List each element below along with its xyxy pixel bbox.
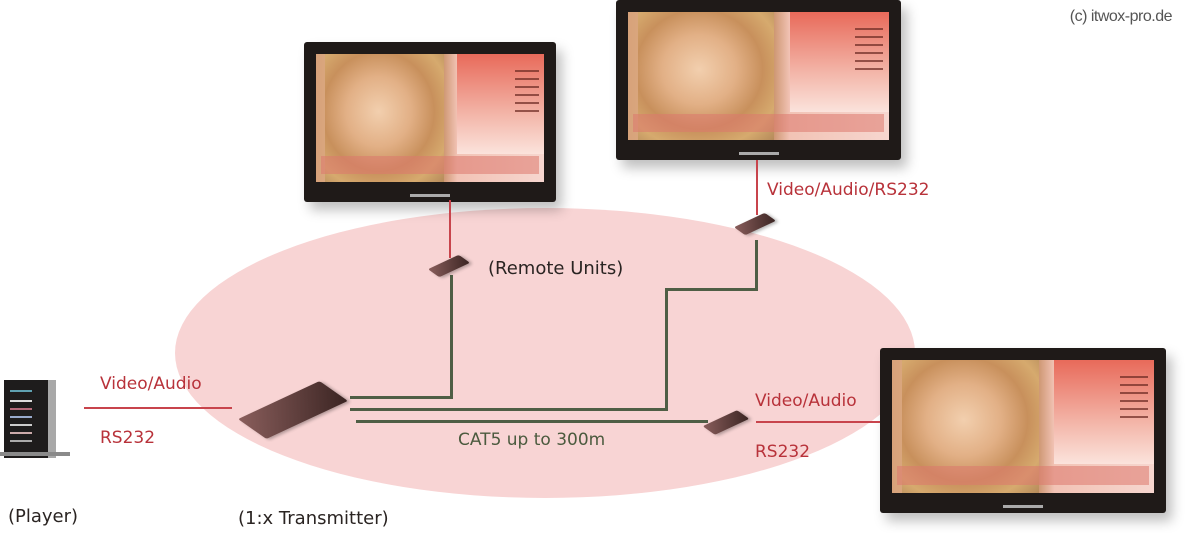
display-screen <box>892 360 1154 493</box>
ticker-bar <box>633 114 884 133</box>
remote-units-label: (Remote Units) <box>488 258 624 279</box>
wire-remote2-monitor <box>756 160 758 215</box>
top-right-link-label: Video/Audio/RS232 <box>767 180 930 200</box>
cat5-wire-remote1 <box>450 275 453 397</box>
brand-logo <box>410 194 450 197</box>
info-panel <box>1054 360 1154 464</box>
display-monitor-top-left <box>304 42 556 202</box>
cat5-label: CAT5 up to 300m <box>458 430 606 450</box>
network-area-ellipse <box>175 208 915 498</box>
wire-remote3-monitor <box>756 421 880 423</box>
player-device-icon <box>4 380 56 458</box>
right-video-audio-label: Video/Audio <box>755 391 857 411</box>
cat5-wire-remote2-v2 <box>665 288 668 410</box>
cat5-wire-remote1-h <box>350 396 453 399</box>
display-screen <box>628 12 889 140</box>
ticker-bar <box>897 466 1149 486</box>
player-rs232-label: RS232 <box>100 428 156 448</box>
cat5-wire-remote3 <box>356 420 708 423</box>
remote-unit-icon-2 <box>733 212 777 236</box>
player-label: (Player) <box>8 506 79 527</box>
player-video-audio-label: Video/Audio <box>100 374 202 394</box>
display-monitor-top-right <box>616 0 901 160</box>
transmitter-label: (1:x Transmitter) <box>238 508 389 529</box>
display-screen <box>316 54 544 182</box>
cat5-wire-remote2-v <box>755 240 758 290</box>
copyright-text: (c) itwox-pro.de <box>1069 8 1173 25</box>
cat5-wire-remote2-h <box>665 288 758 291</box>
wire-player-transmitter <box>84 407 232 409</box>
brand-logo <box>1003 505 1043 508</box>
right-rs232-label: RS232 <box>755 442 811 462</box>
display-monitor-right <box>880 348 1166 513</box>
info-panel <box>789 12 889 112</box>
wire-remote1-monitor <box>449 200 451 258</box>
brand-logo <box>738 152 779 155</box>
info-panel <box>457 54 544 154</box>
cat5-wire-remote2-h2 <box>350 408 668 411</box>
player-base <box>0 452 70 456</box>
ticker-bar <box>320 156 540 175</box>
